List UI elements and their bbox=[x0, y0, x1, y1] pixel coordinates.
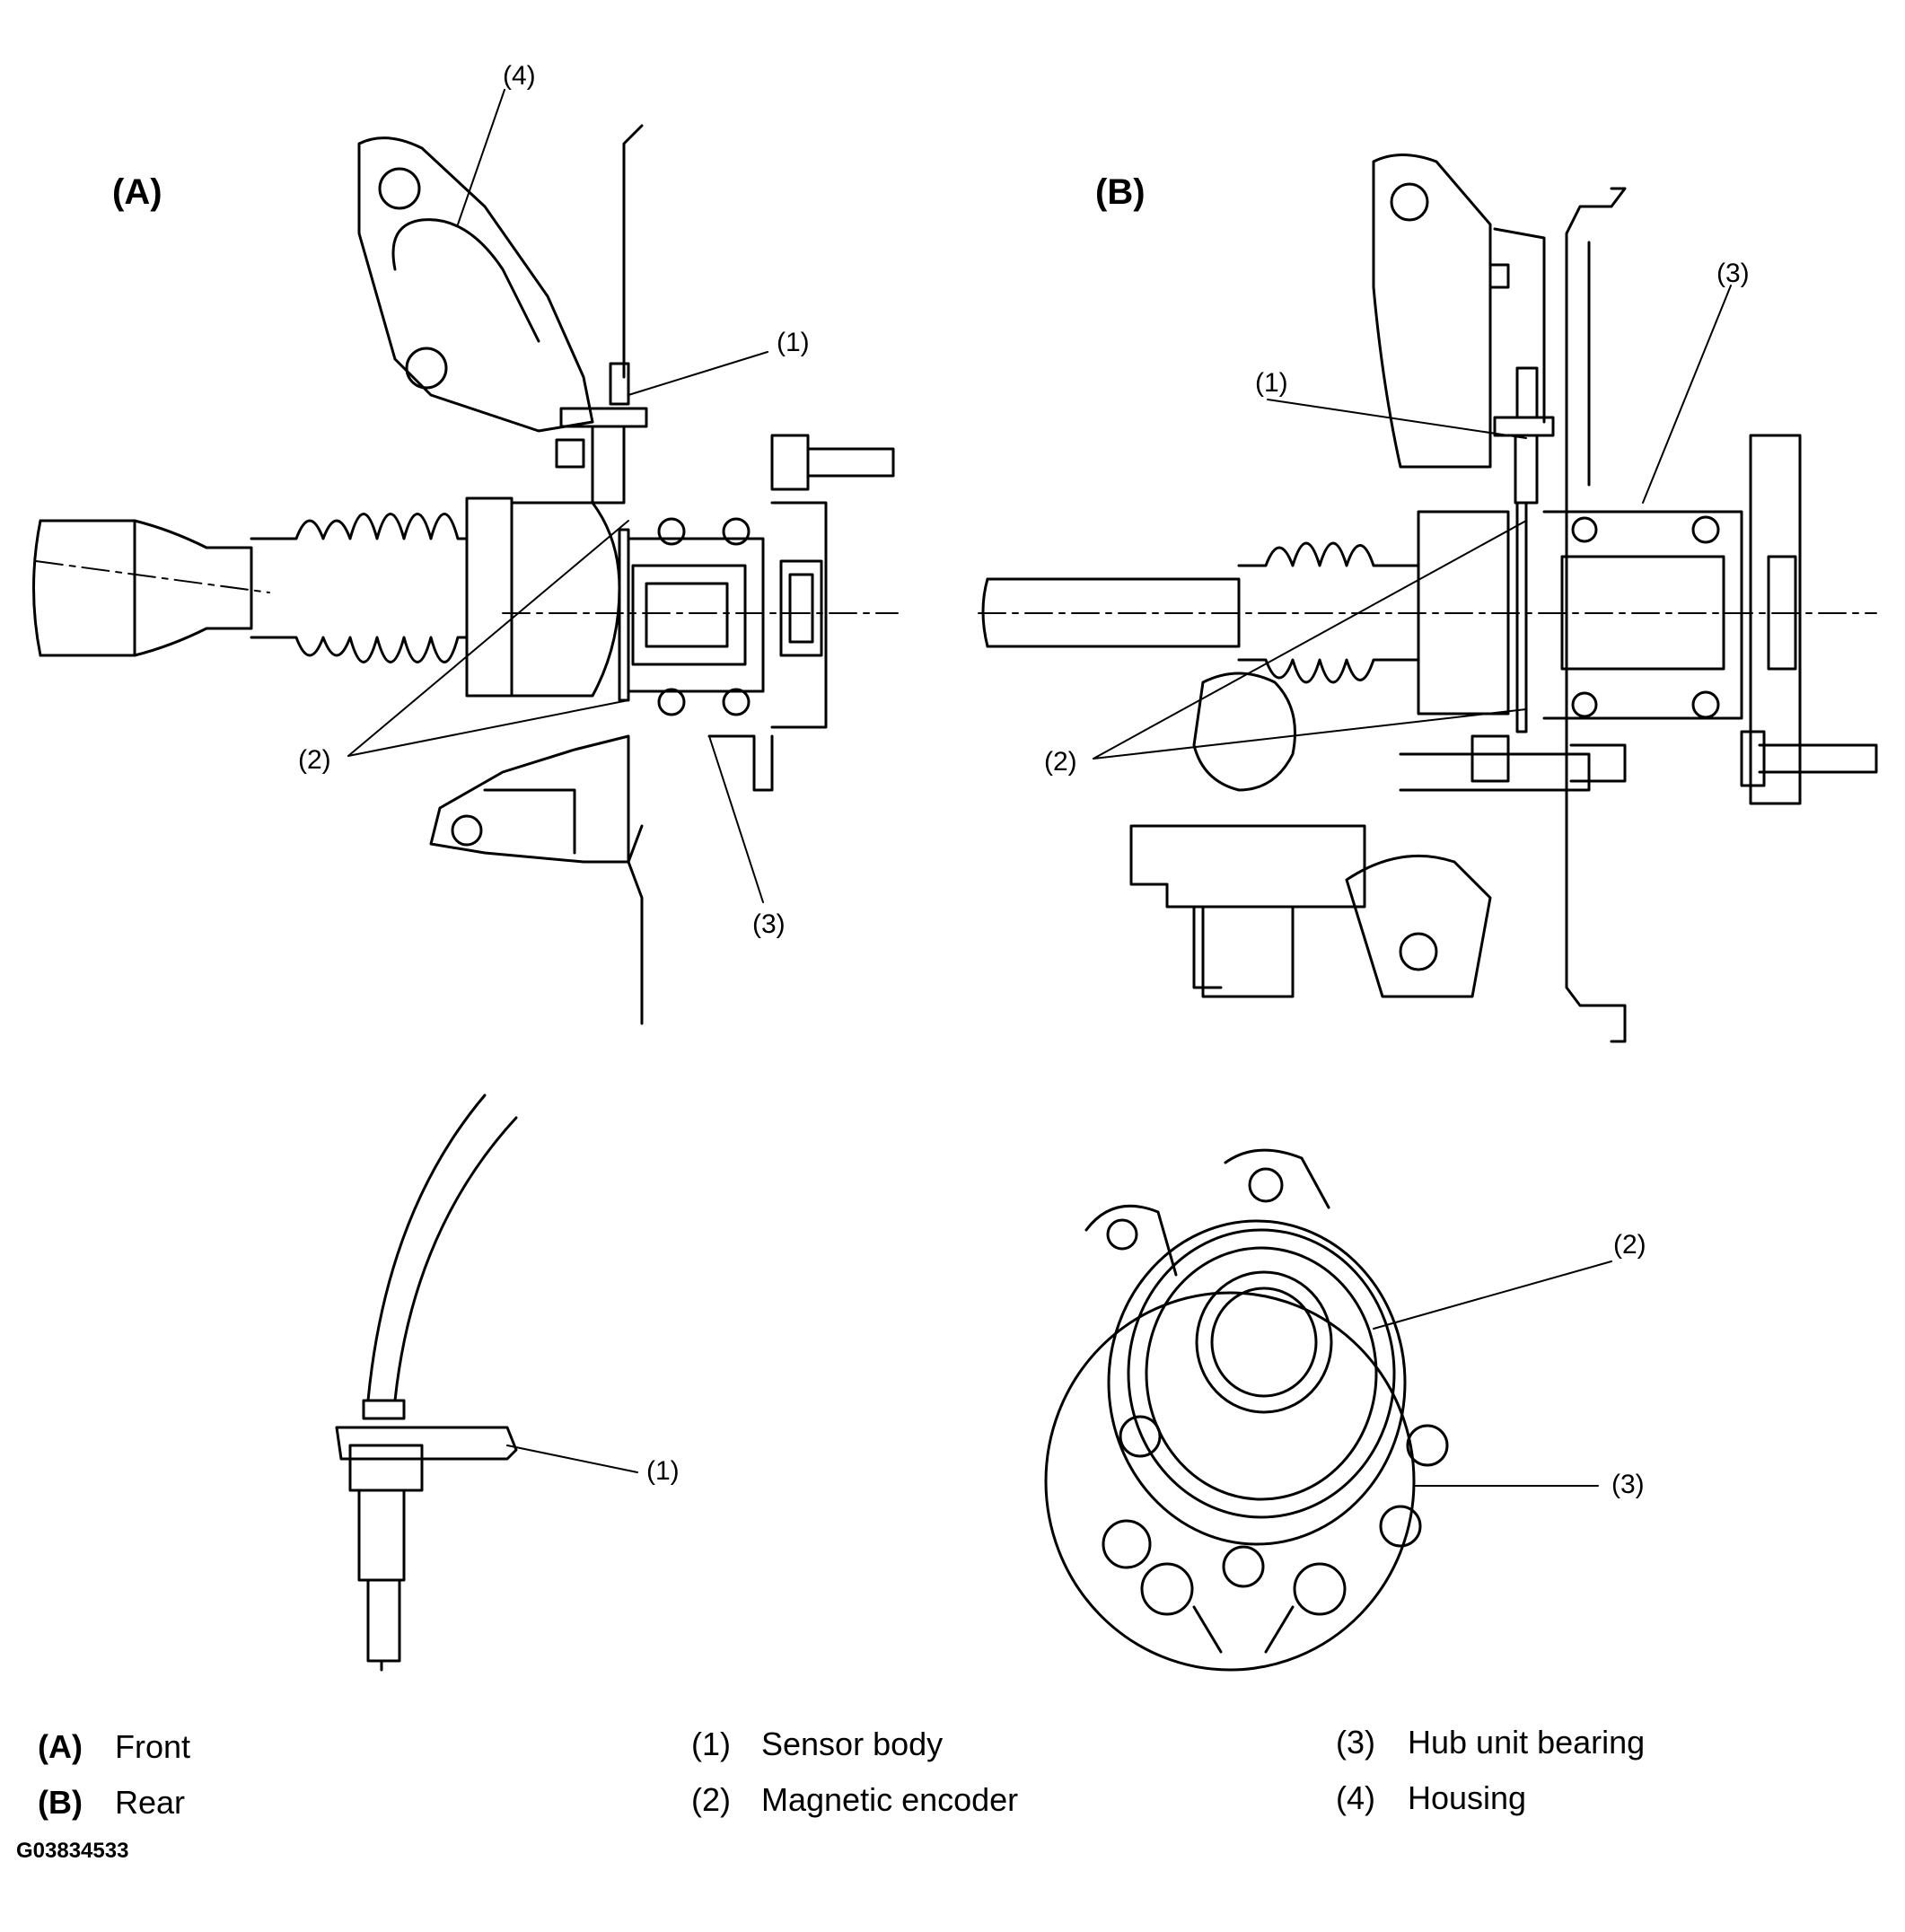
panel-b-title: (B) bbox=[1095, 172, 1146, 212]
callout-a-housing: (4) bbox=[503, 61, 536, 91]
callout-hub-bearing: (3) bbox=[1611, 1470, 1645, 1499]
panel-a-title: (A) bbox=[112, 172, 162, 212]
rear-assembly-drawing bbox=[978, 154, 1878, 1043]
legend-key-a: (A) bbox=[38, 1728, 83, 1765]
callout-hub-encoder: (2) bbox=[1613, 1230, 1646, 1260]
legend-key-3: (3) bbox=[1336, 1724, 1375, 1761]
legend-key-1: (1) bbox=[691, 1726, 731, 1762]
legend-key-4: (4) bbox=[1336, 1779, 1375, 1816]
legend-key-2: (2) bbox=[691, 1781, 731, 1818]
callout-b-encoder: (2) bbox=[1044, 747, 1077, 777]
hub-bearing-detail bbox=[1044, 1148, 1612, 1672]
figure-code: G03834533 bbox=[16, 1839, 129, 1863]
front-leader-lines bbox=[347, 89, 768, 903]
legend-text-housing: Housing bbox=[1408, 1779, 1527, 1816]
legend-key-b: (B) bbox=[38, 1784, 83, 1821]
callout-a-bearing: (3) bbox=[752, 909, 786, 939]
legend-text-sensor-body: Sensor body bbox=[761, 1726, 944, 1762]
rear-leader-lines bbox=[1093, 285, 1732, 760]
callout-sensor-detail: (1) bbox=[646, 1456, 680, 1486]
callout-b-bearing: (3) bbox=[1716, 259, 1750, 288]
callout-a-sensor: (1) bbox=[777, 328, 810, 357]
legend-text-front: Front bbox=[115, 1728, 191, 1765]
callout-b-sensor: (1) bbox=[1255, 368, 1288, 398]
legend-text-rear: Rear bbox=[115, 1784, 186, 1821]
callout-a-encoder: (2) bbox=[298, 745, 331, 775]
legend-text-magnetic-encoder: Magnetic encoder bbox=[761, 1781, 1019, 1818]
front-assembly-drawing bbox=[32, 124, 899, 1025]
sensor-body-detail bbox=[335, 1093, 638, 1672]
legend-text-hub-unit-bearing: Hub unit bearing bbox=[1408, 1724, 1646, 1761]
